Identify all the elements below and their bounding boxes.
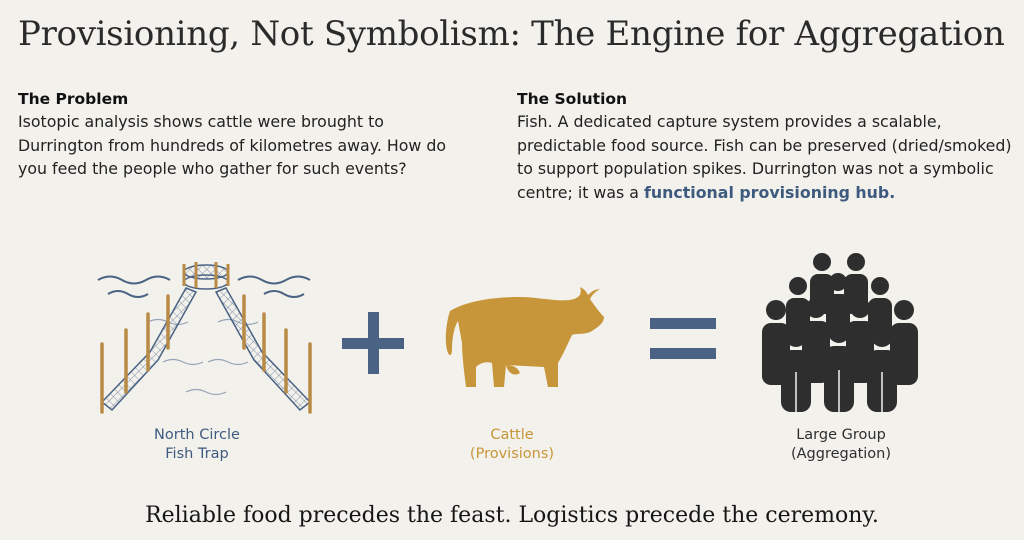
solution-heading: The Solution bbox=[517, 90, 628, 108]
solution-section: The Solution Fish. A dedicated capture s… bbox=[517, 90, 1017, 204]
problem-section: The Problem Isotopic analysis shows catt… bbox=[18, 90, 458, 181]
problem-heading: The Problem bbox=[18, 90, 129, 108]
plus-icon bbox=[342, 312, 404, 374]
group-caption: Large Group (Aggregation) bbox=[751, 426, 931, 464]
trap-caption-line2: Fish Trap bbox=[165, 446, 229, 462]
group-caption-line1: Large Group bbox=[796, 427, 886, 443]
cattle-caption-line2: (Provisions) bbox=[469, 446, 555, 462]
solution-body: Fish. A dedicated capture system provide… bbox=[517, 112, 1012, 202]
solution-body-wrapper: Fish. A dedicated capture system provide… bbox=[517, 110, 1017, 204]
equals-icon bbox=[650, 318, 716, 359]
trap-caption-line1: North Circle bbox=[154, 427, 240, 443]
cattle-caption: Cattle (Provisions) bbox=[422, 426, 602, 464]
cattle-caption-line1: Cattle bbox=[490, 427, 534, 443]
page-title: Provisioning, Not Symbolism: The Engine … bbox=[18, 14, 1005, 54]
fish-trap-icon bbox=[97, 262, 312, 414]
footer-statement: Reliable food precedes the feast. Logist… bbox=[145, 503, 879, 528]
crowd-icon bbox=[762, 253, 918, 412]
problem-body: Isotopic analysis shows cattle were brou… bbox=[18, 112, 447, 178]
trap-caption: North Circle Fish Trap bbox=[107, 426, 287, 464]
group-caption-line2: (Aggregation) bbox=[790, 446, 892, 462]
cow-icon bbox=[445, 287, 604, 387]
solution-highlight: functional provisioning hub. bbox=[644, 182, 896, 202]
